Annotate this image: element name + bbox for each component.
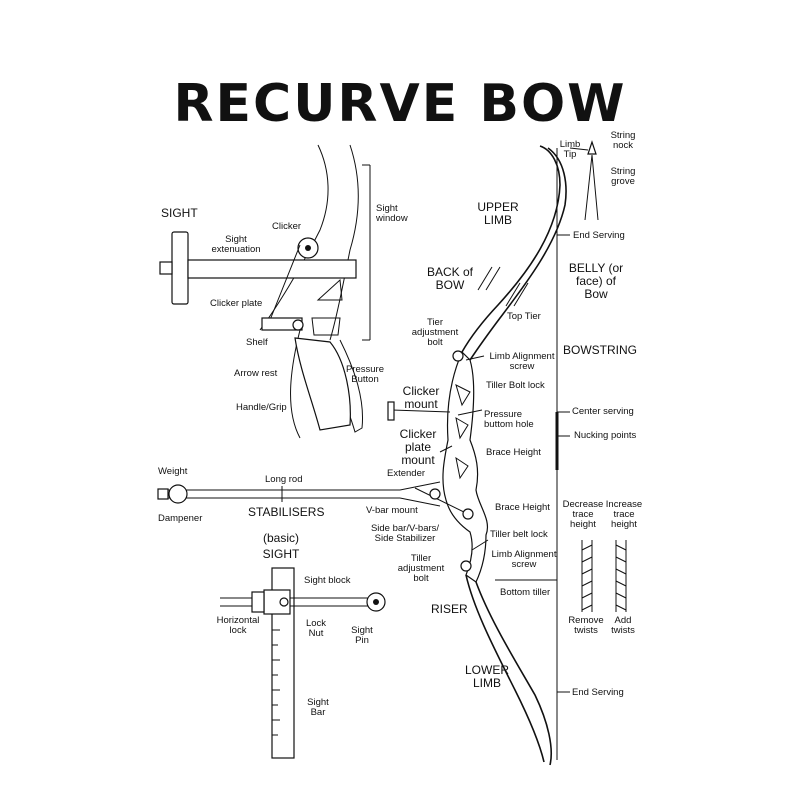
riser-body <box>442 350 488 583</box>
arrow-rest-label: Arrow rest <box>234 368 278 379</box>
brace-height-bottom-label: Brace Height <box>495 502 550 513</box>
lower-limb-belly <box>475 581 553 766</box>
basic-sight-heading-1: (basic) <box>262 531 300 545</box>
tiller-bolt-lock-label: Tiller Bolt lock <box>486 380 545 391</box>
end-serving-bottom-label: End Serving <box>572 687 624 698</box>
back-of-bow-label: BACK of BOW <box>426 265 474 292</box>
basic-sight-drawing <box>220 567 386 759</box>
bottom-tiller-label: Bottom tiller <box>500 587 551 598</box>
tiller-belt-lock-label: Tiller belt lock <box>490 529 548 540</box>
brace-height-top-label: Brace Height <box>486 447 541 458</box>
clicker-mount-block <box>387 401 395 421</box>
weight-block <box>157 488 169 500</box>
tiller-adjustment-bolt-label: Tiller adjustment bolt <box>397 553 445 584</box>
handle-grip-label: Handle/Grip <box>236 402 287 413</box>
center-serving-label: Center serving <box>572 406 634 417</box>
tier-adjustment-bolt-label: Tier adjustment bolt <box>411 317 459 348</box>
clicker-mount-rod <box>391 409 451 413</box>
limb-alignment-screw-top-label: Limb Alignment screw <box>489 351 555 372</box>
upper-limb-label: UPPER LIMB <box>477 200 519 227</box>
string-nock-detail <box>584 154 599 221</box>
v-bar-lines <box>399 481 471 516</box>
clicker-plate-label: Clicker plate <box>210 298 263 309</box>
sight-window-label: Sight window <box>376 203 408 224</box>
sight-heading: SIGHT <box>161 206 198 220</box>
extender-label: Extender <box>387 468 426 479</box>
shelf-label: Shelf <box>246 337 268 348</box>
decrease-trace-height-label: Decrease trace height <box>562 499 604 530</box>
v-bar-mount-label: V-bar mount <box>366 505 418 516</box>
end-serving-top-label: End Serving <box>573 230 625 241</box>
lock-nut-label: Lock Nut <box>305 618 327 639</box>
string-grove-label: String grove <box>610 166 636 187</box>
stabilisers-heading: STABILISERS <box>248 505 325 519</box>
limb-alignment-screw-bottom-label: Limb Alignment screw <box>491 549 557 570</box>
basic-sight-heading-2: SIGHT <box>262 547 300 561</box>
horizontal-lock-label: Horizontal lock <box>216 615 260 636</box>
lower-limb-label: LOWER LIMB <box>464 663 509 690</box>
sight-extenuation-label: Sight extenuation <box>211 234 261 255</box>
sight-bar-label: Sight Bar <box>307 697 329 718</box>
upper-limb-belly <box>469 147 567 361</box>
side-bar-label: Side bar/V-bars/ Side Stabilizer <box>370 523 440 544</box>
long-rod-label: Long rod <box>265 474 303 485</box>
riser-label: RISER <box>431 602 468 616</box>
remove-twists-label: Remove twists <box>568 615 604 636</box>
lower-limb-back <box>465 574 545 763</box>
dampener-ball <box>168 484 188 504</box>
sight-pin-label: Sight Pin <box>351 625 373 646</box>
tier-bolt-bottom <box>460 560 472 572</box>
dampener-label: Dampener <box>158 513 203 524</box>
pressure-button-hole-label: Pressure buttom hole <box>484 409 534 430</box>
nocking-points-label: Nucking points <box>574 430 637 441</box>
top-tier-label: Top Tier <box>507 311 541 322</box>
add-twists-label: Add twists <box>611 615 635 636</box>
bowstring-label: BOWSTRING <box>563 343 637 357</box>
clicker-label: Clicker <box>272 221 302 232</box>
belly-of-bow-label: BELLY (or face) of Bow <box>568 261 624 301</box>
tier-bolt-top <box>452 350 464 362</box>
string-nock-label: String nock <box>610 130 636 151</box>
increase-trace-height-label: Increase trace height <box>605 499 643 530</box>
limb-tip-label: Limb Tip <box>559 139 581 160</box>
sight-block-label: Sight block <box>304 575 351 586</box>
clicker-plate-mount-label: Clicker plate mount <box>399 427 437 467</box>
clicker-mount-label: Clicker mount <box>402 384 440 411</box>
pressure-button-label: Pressure Button <box>345 364 384 385</box>
bow-outline <box>157 140 627 766</box>
page-title: RECURVE BOW <box>173 74 627 134</box>
upper-limb-back <box>461 145 561 353</box>
weight-label: Weight <box>158 466 188 477</box>
sight-detail-drawing <box>159 144 371 439</box>
riser-cutouts <box>455 384 471 480</box>
